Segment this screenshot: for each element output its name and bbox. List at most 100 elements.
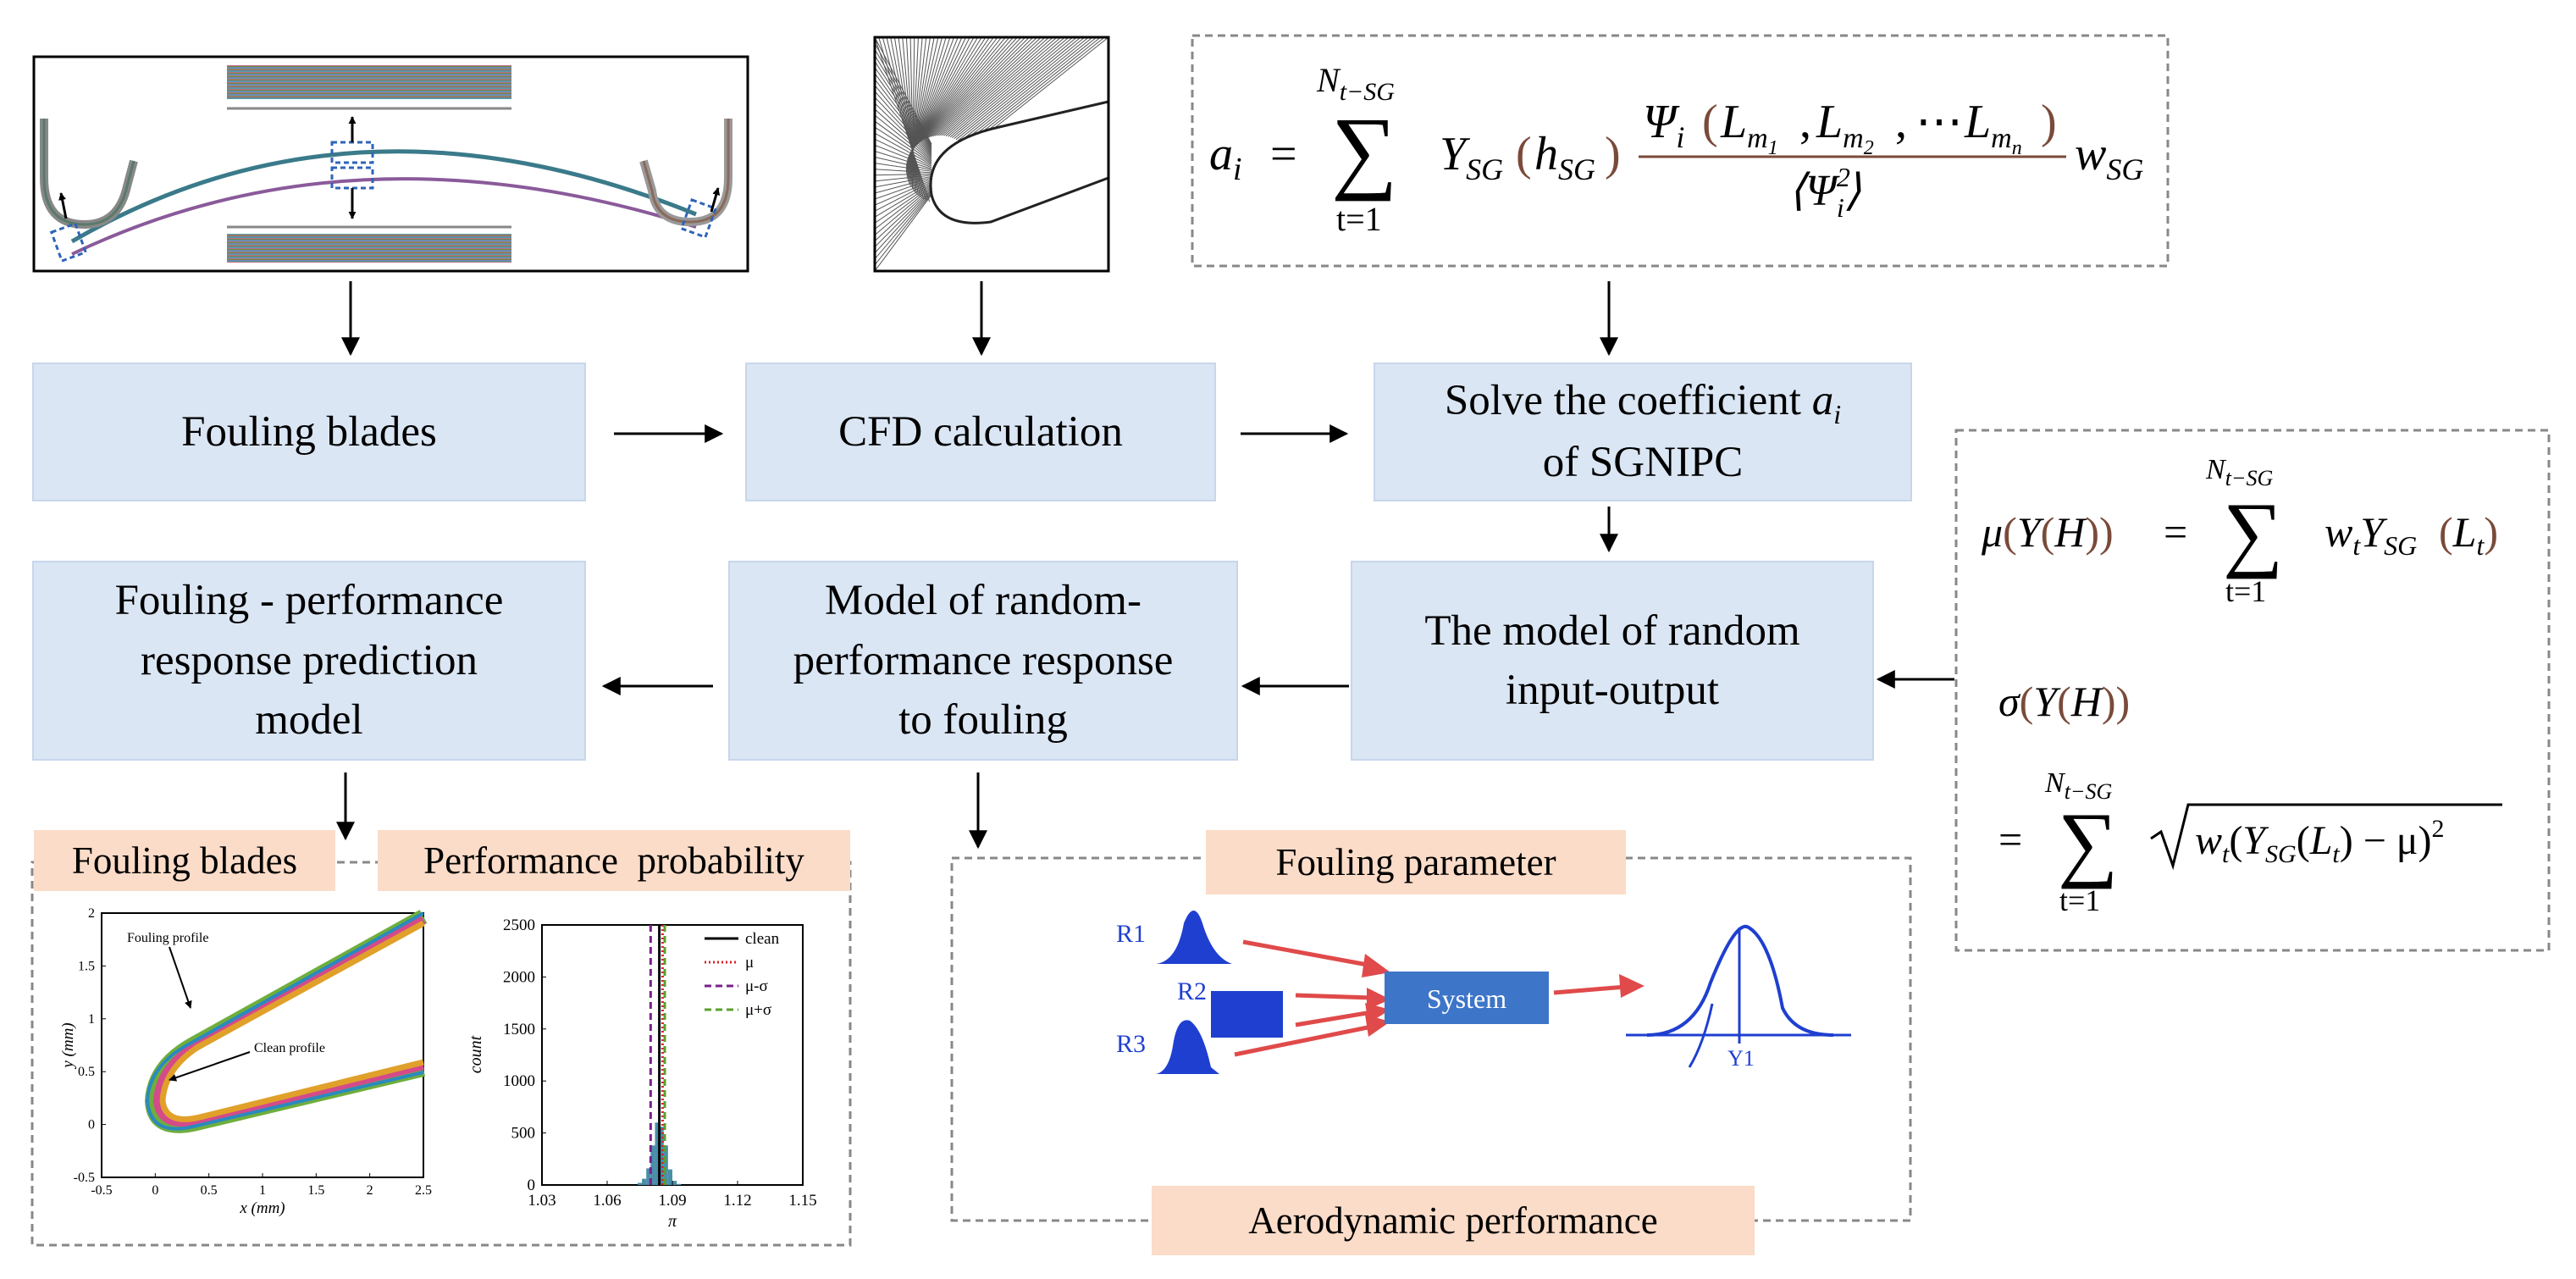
input-r1-label: R1 — [1116, 920, 1146, 948]
histogram-legend-label: μ+σ — [745, 1001, 771, 1019]
svg-text:Lm2: Lm2 — [1816, 96, 1874, 159]
random-performance-line1: Model of random- — [825, 577, 1142, 625]
random-input-output-box: The model of random input-output — [1351, 561, 1874, 761]
histogram-bar — [646, 1168, 651, 1185]
random-input-output-line2: input-output — [1505, 667, 1720, 714]
histogram-bar — [667, 1169, 672, 1185]
histogram-x-tick-label: 1.06 — [593, 1192, 621, 1210]
histogram-legend-label: μ — [745, 954, 754, 972]
profile-y-tick-label: 0 — [88, 1118, 95, 1132]
svg-text:,: , — [1895, 96, 1907, 148]
input-r3-label: R3 — [1116, 1030, 1146, 1058]
random-performance-line3: to fouling — [898, 696, 1068, 745]
svg-text:=: = — [1998, 816, 2022, 863]
random-input-output-line1: The model of random — [1424, 606, 1800, 655]
histogram-y-tick-label: 2000 — [503, 968, 535, 986]
svg-text:): ) — [1605, 128, 1621, 180]
svg-text:Nt−SG: Nt−SG — [2205, 454, 2273, 490]
svg-text:wtYSG: wtYSG — [2324, 508, 2417, 561]
fouling-blade-image — [32, 55, 749, 273]
profile-x-tick-label: -0.5 — [91, 1183, 112, 1198]
profile-y-tick-label: 1 — [88, 1012, 95, 1027]
output-y1-label: Y1 — [1727, 1046, 1755, 1071]
svg-text:⋯: ⋯ — [1915, 96, 1963, 148]
svg-text:Nt−SG: Nt−SG — [2044, 767, 2112, 804]
profile-y-tick-label: 1.5 — [78, 959, 95, 973]
histogram-x-tick-label: 1.03 — [528, 1192, 556, 1210]
svg-text:t=1: t=1 — [1336, 200, 1382, 238]
histogram-bar — [663, 1145, 668, 1185]
profile-x-tick-label: 0 — [152, 1183, 158, 1198]
histogram-bar — [677, 1183, 682, 1185]
histogram-bar — [655, 1122, 660, 1185]
fouling-blades-tag: Fouling blades — [34, 830, 335, 891]
solve-coefficient-box: Solve the coefficient ai of SGNIPC — [1374, 363, 1912, 501]
solve-coefficient-line1: Solve the coefficient ai — [1444, 377, 1842, 430]
svg-text:Lmn: Lmn — [1964, 96, 2022, 159]
svg-text:∑: ∑ — [2223, 485, 2283, 579]
histogram-y-tick-label: 0 — [528, 1177, 536, 1194]
fouling-profile-label: Fouling profile — [127, 931, 208, 945]
histogram-y-tick-label: 2500 — [503, 916, 535, 934]
svg-text:Nt−SG: Nt−SG — [1316, 61, 1395, 106]
svg-text:σ(Y(H)): σ(Y(H)) — [1998, 678, 2130, 725]
input-r3-distribution — [1156, 1020, 1219, 1074]
svg-text:t=1: t=1 — [2225, 574, 2266, 608]
svg-text:∑: ∑ — [1331, 98, 1397, 202]
input-r1-distribution — [1156, 911, 1232, 964]
histogram-bar — [650, 1145, 655, 1185]
svg-text:,: , — [1799, 96, 1811, 148]
profile-x-tick-label: 1 — [259, 1183, 266, 1198]
svg-text:⟨Ψ2i⟩: ⟨Ψ2i⟩ — [1788, 162, 1861, 223]
fouling-blades-box: Fouling blades — [32, 363, 586, 501]
random-performance-box: Model of random- performance response to… — [728, 561, 1238, 761]
prediction-model-line2: response prediction — [141, 636, 478, 684]
system-panel — [950, 856, 1912, 1222]
cfd-mesh-image — [873, 36, 1110, 273]
clean-profile-label: Clean profile — [254, 1041, 325, 1055]
profile-y-tick-label: 0.5 — [78, 1065, 95, 1079]
svg-text:(Lt): (Lt) — [2439, 508, 2498, 561]
histogram-legend-label: clean — [745, 930, 780, 948]
histogram-bar — [659, 1127, 664, 1185]
histogram-y-axis-label: count — [467, 1035, 485, 1073]
profile-x-tick-label: 0.5 — [201, 1183, 218, 1198]
svg-text:Lm1: Lm1 — [1720, 96, 1778, 159]
coefficient-equation: ai = ∑ Nt−SG t=1 YSG ( hSG ) Ψi ( Lm1 , … — [1191, 34, 2170, 268]
histogram-x-axis-label: π — [668, 1212, 677, 1231]
solve-coefficient-line2: of SGNIPC — [1542, 439, 1744, 487]
histogram-x-tick-label: 1.09 — [658, 1192, 686, 1210]
histogram-x-tick-label: 1.15 — [788, 1192, 816, 1210]
profile-y-axis-label: y (mm) — [59, 1022, 77, 1069]
profile-y-tick-label: 2 — [88, 906, 95, 921]
input-r2-label: R2 — [1177, 977, 1207, 1005]
prediction-model-box: Fouling - performance response predictio… — [32, 561, 586, 761]
histogram-y-tick-label: 1000 — [503, 1072, 535, 1090]
random-performance-line2: performance response — [793, 636, 1174, 684]
svg-text:): ) — [2041, 96, 2057, 148]
system-diagram: R1 R2 R3 System Y1 — [1116, 911, 1851, 1074]
histogram-x-tick-label: 1.12 — [723, 1192, 751, 1210]
svg-text:∑: ∑ — [2058, 795, 2118, 889]
flow-arrows — [336, 281, 1954, 850]
svg-text:μ(Y(H)): μ(Y(H)) — [1981, 508, 2114, 556]
fouling-parameter-tag: Fouling parameter — [1206, 830, 1626, 894]
svg-text:=: = — [2164, 508, 2187, 556]
system-label: System — [1427, 983, 1506, 1014]
cfd-calculation-box: CFD calculation — [745, 363, 1216, 501]
svg-text:Ψi: Ψi — [1643, 96, 1684, 154]
svg-text:=: = — [1270, 128, 1297, 180]
prediction-model-line3: model — [255, 696, 363, 745]
profile-x-tick-label: 1.5 — [307, 1183, 324, 1198]
svg-text:hSG: hSG — [1534, 128, 1595, 186]
fouling-blades-box-label: Fouling blades — [181, 407, 437, 456]
svg-text:(: ( — [1702, 96, 1718, 148]
svg-text:(: ( — [1516, 128, 1532, 180]
svg-text:wSG: wSG — [2075, 128, 2143, 186]
histogram-bar — [637, 1182, 643, 1185]
histogram-y-tick-label: 1500 — [503, 1021, 535, 1038]
svg-text:t=1: t=1 — [2059, 883, 2100, 917]
performance-probability-tag: Performance probability — [378, 830, 850, 891]
